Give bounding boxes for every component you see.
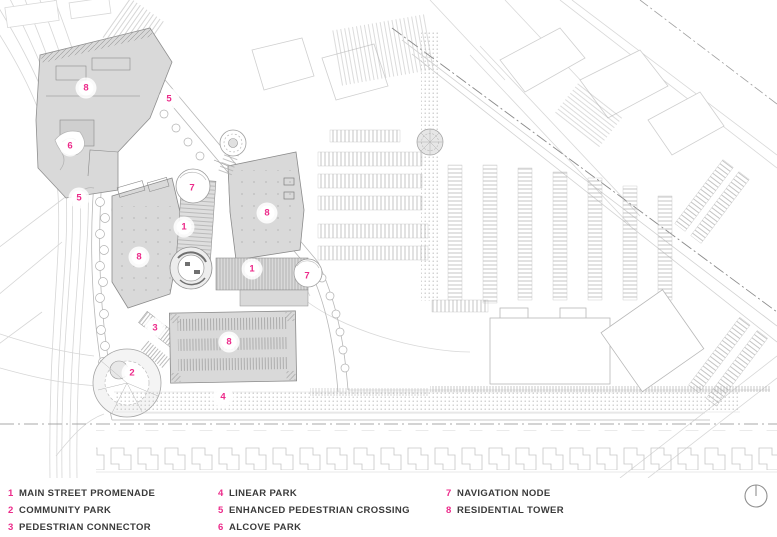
residential-band	[0, 423, 777, 473]
map-marker-8: 8	[259, 205, 275, 221]
east-plaza-node	[416, 128, 444, 156]
legend-item: 4 LINEAR PARK	[218, 485, 410, 502]
map-marker-8: 8	[131, 249, 147, 265]
legend-column-1: 1 MAIN STREET PROMENADE 2 COMMUNITY PARK 3 PE…	[8, 485, 155, 536]
map-marker-2: 2	[124, 365, 140, 381]
roundabout	[219, 129, 247, 157]
main-street-promenade	[175, 148, 309, 307]
legend-item-number: 5	[218, 505, 224, 516]
map-marker-3: 3	[147, 320, 163, 336]
legend-item-label: COMMUNITY PARK	[19, 505, 112, 516]
map-marker-5: 5	[71, 190, 87, 206]
legend-item-number: 1	[8, 488, 14, 499]
parking-field	[317, 129, 768, 407]
central-plaza	[169, 246, 213, 290]
map-marker-4: 4	[215, 389, 231, 405]
linear-park	[114, 386, 770, 413]
map-marker-6: 6	[62, 138, 78, 154]
legend-item: 2 COMMUNITY PARK	[8, 502, 155, 519]
legend-item-label: NAVIGATION NODE	[457, 488, 551, 499]
legend-item: 8 RESIDENTIAL TOWER	[446, 502, 564, 519]
map-marker-7: 7	[184, 180, 200, 196]
legend-item-number: 3	[8, 522, 14, 533]
map-marker-5: 5	[161, 91, 177, 107]
legend-item-number: 2	[8, 505, 14, 516]
legend-item-label: LINEAR PARK	[229, 488, 298, 499]
legend-item-number: 8	[446, 505, 452, 516]
map-marker-8: 8	[78, 80, 94, 96]
legend-item-label: PEDESTRIAN CONNECTOR	[19, 522, 151, 533]
legend-column-2: 4 LINEAR PARK 5 ENHANCED PEDESTRIAN CROSSIN…	[218, 485, 410, 536]
legend-item-number: 6	[218, 522, 224, 533]
legend-item: 3 PEDESTRIAN CONNECTOR	[8, 519, 155, 536]
legend-item-label: ALCOVE PARK	[229, 522, 302, 533]
site-plan-drawing	[0, 0, 777, 478]
legend-column-3: 7 NAVIGATION NODE 8 RESIDENTIAL TOWER	[446, 485, 564, 519]
map-marker-8: 8	[221, 334, 237, 350]
legend-item: 5 ENHANCED PEDESTRIAN CROSSING	[218, 502, 410, 519]
legend-item-label: ENHANCED PEDESTRIAN CROSSING	[229, 505, 410, 516]
mall-building-west	[111, 177, 181, 309]
marker-layer: 8 6 5 5 7 1 8 8 1 7 3 8 2 4	[62, 80, 315, 405]
legend-item-label: RESIDENTIAL TOWER	[457, 505, 564, 516]
legend-item: 1 MAIN STREET PROMENADE	[8, 485, 155, 502]
legend-item-number: 7	[446, 488, 452, 499]
legend-item: 7 NAVIGATION NODE	[446, 485, 564, 502]
north-arrow-icon	[744, 484, 768, 508]
legend-item-number: 4	[218, 488, 224, 499]
context-buildings-southeast	[489, 289, 705, 393]
legend: 1 MAIN STREET PROMENADE 2 COMMUNITY PARK 3 PE…	[0, 485, 777, 537]
legend-item-label: MAIN STREET PROMENADE	[19, 488, 156, 499]
legend-item: 6 ALCOVE PARK	[218, 519, 410, 536]
map-marker-1: 1	[244, 261, 260, 277]
pedestrian-walk-east	[421, 32, 439, 301]
map-marker-7: 7	[299, 268, 315, 284]
map-marker-1: 1	[176, 219, 192, 235]
